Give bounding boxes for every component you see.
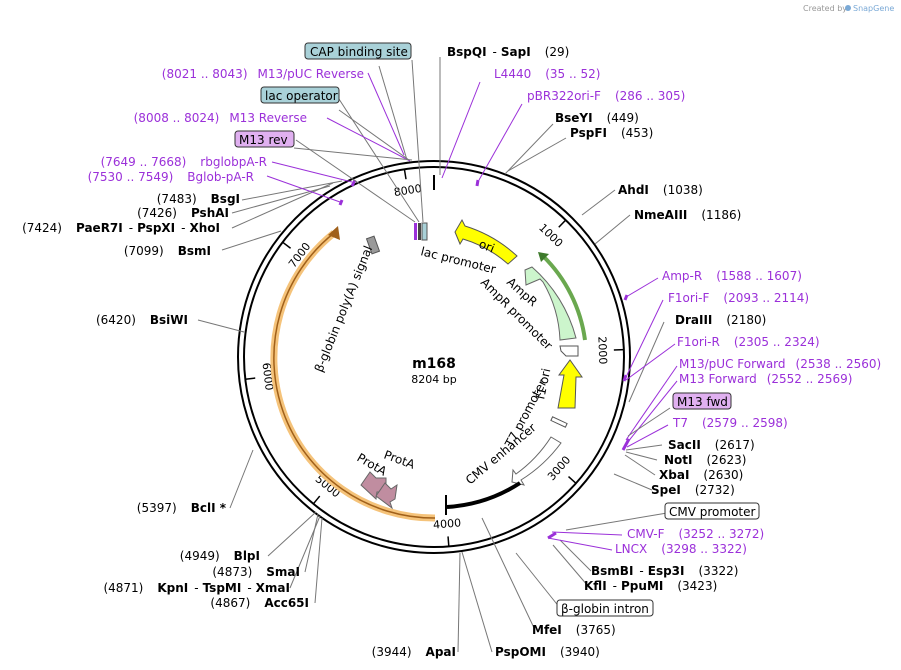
site-ahdi: AhdI(1038) [618, 183, 703, 197]
box-m13-fwd [672, 392, 732, 410]
box-bglobin-label: β-globin intron [561, 602, 649, 616]
box-m13-rev [234, 130, 295, 148]
site-bcli: (5397)BclI * [137, 501, 227, 515]
m13rev-mark [414, 223, 417, 240]
feature-f1-ori: f1 ori [533, 367, 553, 401]
backbone-inner [243, 166, 625, 548]
feature-polya-signal: β-globin poly(A) signal [312, 244, 376, 374]
site-draiii: DraIII(2180) [675, 313, 766, 327]
t7-promoter-mark [550, 416, 568, 428]
box-m13rev-label: M13 rev [239, 133, 288, 147]
site-smai: (4873)SmaI [212, 565, 300, 579]
site-acc65i: (4867)Acc65I [210, 596, 309, 610]
box-cap-label: CAP binding site [310, 45, 408, 59]
plasmid-size: 8204 bp [411, 373, 456, 386]
tick-mark [282, 241, 292, 249]
box-cmv-promoter [664, 502, 760, 520]
feature-ori: ori [477, 237, 497, 256]
backbone-outer [237, 160, 631, 554]
primer-m13-reverse: (8008 .. 8024)M13 Reverse [134, 111, 307, 125]
tick-label: 4000 [433, 516, 462, 531]
tick-label: 8000 [393, 182, 423, 199]
f1ori-arrow [557, 359, 583, 409]
plasmid-name: m168 [412, 356, 456, 372]
credit-brand: SnapGene [853, 4, 894, 13]
site-kfli-ppumi: KflI-PpuMI(3423) [584, 579, 717, 593]
credit-prefix: Created by [803, 4, 847, 13]
ampr-promoter-arrow [559, 345, 579, 357]
box-cmvprom-label: CMV promoter [669, 505, 756, 519]
tick-mark [568, 476, 577, 484]
primer-rbglobpa-r: (7649 .. 7668)rbglobpA-R [101, 155, 267, 169]
primer-lncx: LNCX(3298 .. 3322) [615, 542, 747, 556]
site-kpni-tspmi-xmai: (4871)KpnI-TspMI-XmaI [103, 581, 290, 595]
site-bspqi-sapi: BspQI-SapI(29) [447, 45, 569, 59]
site-blpi: (4949)BlpI [180, 549, 260, 563]
feature-cmv-enhancer: CMV enhancer [463, 420, 539, 487]
f1ori-arc [541, 254, 587, 341]
primer-m13puc-forward: M13/pUC Forward(2538 .. 2560) [679, 357, 881, 371]
box-m13fwd-label: M13 fwd [677, 395, 728, 409]
tick-mark [447, 536, 450, 547]
box-lacop-label: lac operator [265, 89, 338, 103]
primer-m13puc-reverse: (8021 .. 8043)M13/pUC Reverse [162, 67, 364, 81]
box-lac-operator [260, 86, 340, 104]
site-sacii: SacII(2617) [668, 438, 755, 452]
box-cap-binding-site [304, 42, 412, 60]
site-bsmbi-esp3i: BsmBI-Esp3I(3322) [591, 564, 738, 578]
snapgene-logo-icon [845, 5, 851, 11]
cmv-enhancer-arrow [511, 436, 562, 486]
f1ori-arc-head [538, 252, 549, 262]
polya-arrowhead [328, 226, 340, 240]
site-bseyi: BseYI(449) [555, 111, 639, 125]
primer-pbr322ori-f: pBR322ori-F(286 .. 305) [527, 89, 685, 103]
site-bsmi: (7099)BsmI [124, 244, 211, 258]
site-apai: (3944)ApaI [372, 645, 456, 659]
lacop-mark [418, 223, 421, 240]
primer-marks [338, 179, 631, 540]
site-pspfi: PspFI(453) [570, 126, 653, 140]
bglob-pa-mark [365, 235, 381, 255]
ampr-arrow [524, 266, 577, 341]
site-bsiwi: (6420)BsiWI [96, 313, 188, 327]
tick-mark [558, 219, 567, 228]
primer-leader-lines [266, 72, 678, 551]
primer-f1ori-r: F1ori-R(2305 .. 2324) [677, 335, 820, 349]
polya-signal-arc-line [273, 232, 436, 519]
site-spei: SpeI(2732) [651, 483, 735, 497]
tick-label: 2000 [595, 336, 609, 364]
leader-lines [197, 57, 668, 653]
site-bsgi: (7483)BsgI [157, 192, 240, 206]
primer-bglob-pa-r: (7530 .. 7549)Bglob-pA-R [88, 170, 254, 184]
tick-mark [245, 377, 256, 380]
primer-f1ori-f: F1ori-F(2093 .. 2114) [668, 291, 809, 305]
ori-arrow [454, 218, 518, 265]
tick-mark [403, 169, 407, 180]
box-leader-lines [293, 65, 671, 437]
primer-cmv-f: CMV-F(3252 .. 3272) [627, 527, 764, 541]
primer-amp-r: Amp-R(1588 .. 1607) [662, 269, 802, 283]
tick-mark [312, 495, 321, 505]
primer-m13-forward: M13 Forward(2552 .. 2569) [679, 372, 852, 386]
insert-arc [446, 481, 522, 509]
site-nmeaiii: NmeAIII(1186) [634, 208, 741, 222]
box-beta-globin-intron [556, 599, 654, 617]
primer-l4440: L4440(35 .. 52) [494, 67, 600, 81]
site-mfei: MfeI(3765) [532, 623, 616, 637]
tick-label: 3000 [545, 454, 573, 484]
cap-mark [421, 222, 428, 241]
site-noti: NotI(2623) [664, 453, 746, 467]
site-xbai: XbaI(2630) [659, 468, 743, 482]
site-paer7i-pspxi-xhoi: (7424)PaeR7I-PspXI-XhoI [22, 221, 220, 235]
site-pspomi: PspOMI(3940) [495, 645, 600, 659]
primer-t7: T7(2579 .. 2598) [672, 416, 788, 430]
prota-arrow-2 [375, 482, 398, 510]
site-pshai: (7426)PshAI [137, 206, 229, 220]
